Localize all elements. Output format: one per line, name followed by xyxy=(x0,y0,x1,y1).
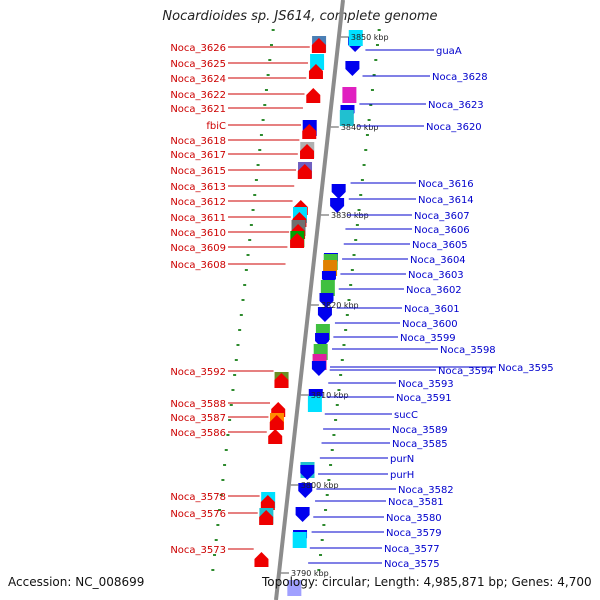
right-gene-label: sucC xyxy=(394,410,418,421)
gene-block xyxy=(310,54,325,70)
left-gene-label: Noca_3573 xyxy=(170,545,226,556)
gene-arrow-up xyxy=(302,124,317,139)
gene-block xyxy=(307,396,322,412)
right-gene-label: Noca_3623 xyxy=(428,100,484,111)
right-gene-label: Noca_3603 xyxy=(408,270,464,281)
gene-arrow-down xyxy=(311,361,326,376)
right-gene-label: Noca_3616 xyxy=(418,179,474,190)
left-gene-label: Noca_3612 xyxy=(170,197,226,208)
gene-arrow-up xyxy=(254,552,269,567)
gene-arrow-up xyxy=(260,495,275,510)
gene-arrow-up xyxy=(308,64,323,79)
right-gene-label: Noca_3593 xyxy=(398,379,454,390)
right-gene-label: Noca_3589 xyxy=(392,425,448,436)
gene-arrow-down xyxy=(330,198,345,213)
gene-arrow-down xyxy=(331,184,346,199)
gene-arrow-down xyxy=(317,307,332,322)
left-gene-label: Noca_3587 xyxy=(170,413,226,424)
right-gene-label: Noca_3594 xyxy=(438,366,494,377)
gene-block xyxy=(292,532,307,548)
left-gene-label: Noca_3576 xyxy=(170,509,226,520)
genome-backbone xyxy=(274,0,345,600)
left-gene-label: Noca_3624 xyxy=(170,74,226,85)
left-gene-label: Noca_3588 xyxy=(170,399,226,410)
right-gene-label: Noca_3591 xyxy=(396,393,452,404)
right-gene-label: purN xyxy=(390,454,414,465)
right-gene-label: Noca_3599 xyxy=(400,333,456,344)
kbp-tick-label: 3810 kbp xyxy=(311,391,349,400)
right-gene-label: Noca_3598 xyxy=(440,345,496,356)
left-gene-label: Noca_3618 xyxy=(170,136,226,147)
right-gene-label: Noca_3585 xyxy=(392,439,448,450)
left-gene-label: Noca_3608 xyxy=(170,260,226,271)
gene-arrow-up xyxy=(274,373,289,388)
right-gene-label: Noca_3606 xyxy=(414,225,470,236)
topology-text: Topology: circular; Length: 4,985,871 bp… xyxy=(262,575,592,589)
gene-block xyxy=(342,87,357,103)
right-gene-label: Noca_3580 xyxy=(386,513,442,524)
right-gene-label: Noca_3604 xyxy=(410,255,466,266)
right-gene-label: Noca_3581 xyxy=(388,497,444,508)
left-gene-label: Noca_3609 xyxy=(170,243,226,254)
right-gene-label: Noca_3582 xyxy=(398,485,454,496)
left-gene-label: Noca_3626 xyxy=(170,43,226,54)
left-gene-label: Noca_3625 xyxy=(170,59,226,70)
map-title: Nocardioides sp. JS614, complete genome xyxy=(162,9,438,24)
right-gene-label: Noca_3595 xyxy=(498,363,554,374)
gene-block xyxy=(287,580,302,596)
gene-arrow-down xyxy=(345,61,360,76)
right-gene-label: Noca_3579 xyxy=(386,528,442,539)
left-gene-label: Noca_3610 xyxy=(170,228,226,239)
gene-block xyxy=(339,110,354,126)
right-gene-label: Noca_3600 xyxy=(402,319,458,330)
gene-arrow-up xyxy=(290,233,305,248)
gene-block xyxy=(320,280,335,296)
kbp-tick-label: 3840 kbp xyxy=(341,123,379,132)
gene-arrow-down xyxy=(319,293,334,308)
gene-features xyxy=(254,30,363,596)
left-gene-label: Noca_3586 xyxy=(170,428,226,439)
kbp-tick-label: 3820 kbp xyxy=(321,301,359,310)
left-gene-label: Noca_3617 xyxy=(170,150,226,161)
kbp-tick-label: 3850 kbp xyxy=(351,33,389,42)
right-gene-label: purH xyxy=(390,470,414,481)
gene-arrow-up xyxy=(269,415,284,430)
gene-arrow-up xyxy=(297,164,312,179)
left-gene-label: Noca_3592 xyxy=(170,367,226,378)
right-gene-label: Noca_3601 xyxy=(404,304,460,315)
right-gene-labels: guaA Noca_3628Noca_3623Noca_3620Noca_3616… xyxy=(308,46,554,570)
gene-arrow-up xyxy=(259,510,274,525)
gene-arrow-up xyxy=(268,429,283,444)
left-gene-label: Noca_3622 xyxy=(170,90,226,101)
right-gene-label: Noca_3607 xyxy=(414,211,470,222)
right-gene-label: Noca_3605 xyxy=(412,240,468,251)
left-gene-label: Noca_3615 xyxy=(170,166,226,177)
left-gene-label: fbiC xyxy=(206,121,226,132)
right-gene-label: Noca_3575 xyxy=(384,559,440,570)
left-gene-labels: Noca_3626Noca_3625Noca_3624Noca_3622Noca… xyxy=(170,43,310,556)
right-gene-label: Noca_3602 xyxy=(406,285,462,296)
left-gene-label: Noca_3611 xyxy=(170,213,226,224)
right-gene-label: Noca_3614 xyxy=(418,195,474,206)
right-gene-label: Noca_3620 xyxy=(426,122,482,133)
accession-text: Accession: NC_008699 xyxy=(8,575,145,589)
tick-dots xyxy=(211,29,381,571)
gene-arrow-down xyxy=(300,465,315,480)
gene-arrow-up xyxy=(300,144,315,159)
gene-arrow-down xyxy=(295,507,310,522)
right-gene-label: Noca_3577 xyxy=(384,544,440,555)
right-gene-label: Noca_3628 xyxy=(432,72,488,83)
gene-arrow-up xyxy=(311,38,326,53)
right-gene-label: guaA xyxy=(436,46,462,57)
gene-arrow-down xyxy=(298,483,313,498)
left-gene-label: Noca_3621 xyxy=(170,104,226,115)
left-gene-label: Noca_3578 xyxy=(170,492,226,503)
left-gene-label: Noca_3613 xyxy=(170,182,226,193)
gene-arrow-up xyxy=(306,88,321,103)
kbp-tick-label: 3800 kbp xyxy=(301,481,339,490)
gene-block xyxy=(348,30,363,46)
kbp-tick-label: 3790 kbp xyxy=(291,569,329,578)
